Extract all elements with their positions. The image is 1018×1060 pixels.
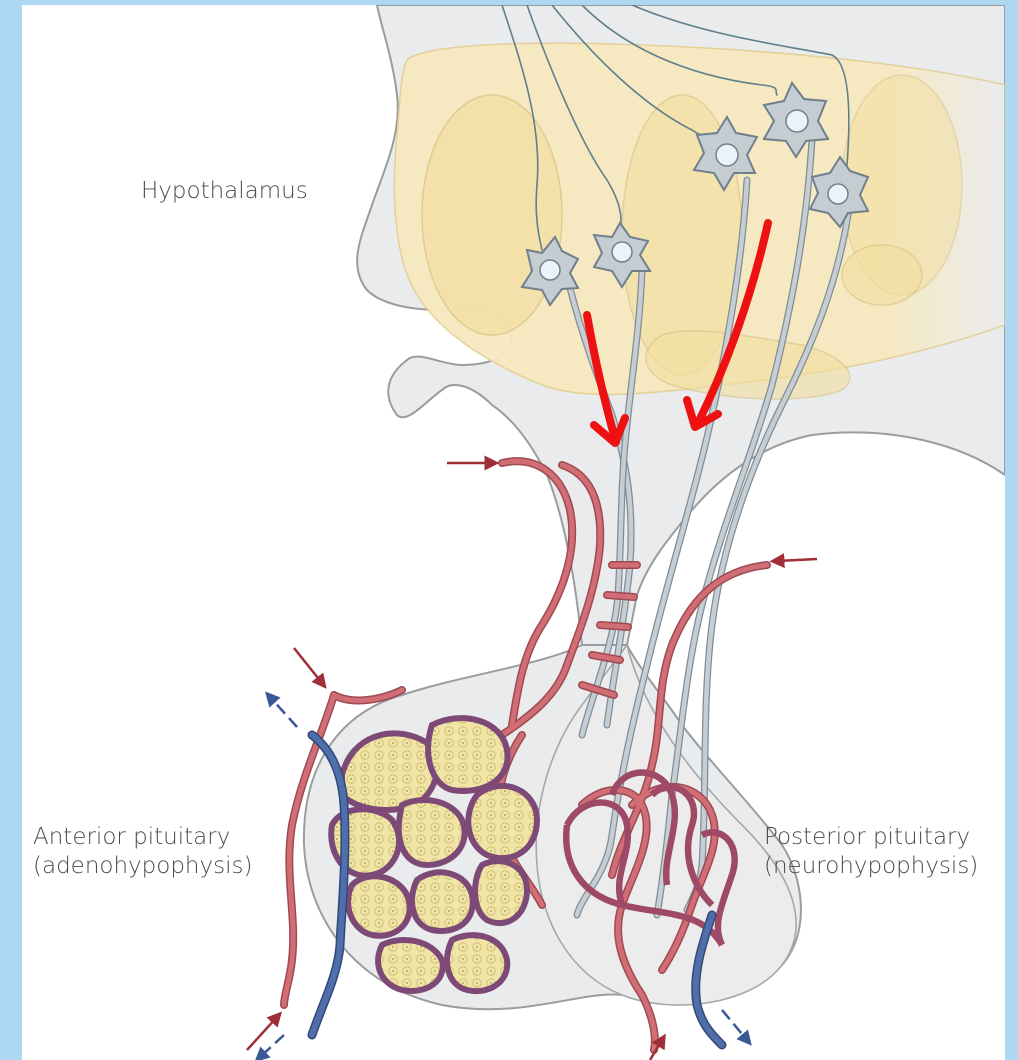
anterior-pituitary-label: Anterior pituitary (adenohypophysis) bbox=[33, 823, 252, 881]
blood-flow-arrow bbox=[260, 1035, 284, 1057]
posterior-pituitary-line1: Posterior pituitary bbox=[764, 823, 978, 852]
anterior-pituitary-line1: Anterior pituitary bbox=[33, 823, 252, 852]
diagram-panel: Hypothalamus Anterior pituitary (adenohy… bbox=[22, 5, 1005, 1060]
hypothalamus-label: Hypothalamus bbox=[141, 177, 308, 206]
blood-flow-arrow bbox=[270, 697, 297, 727]
blood-flow-arrow bbox=[722, 1010, 747, 1040]
blood-flow-arrow bbox=[247, 1017, 277, 1050]
blood-flow-arrow bbox=[777, 559, 817, 561]
pituitary-diagram bbox=[22, 5, 1005, 1060]
posterior-pituitary-line2: (neurohypophysis) bbox=[764, 852, 978, 881]
blood-flow-arrow bbox=[294, 648, 322, 683]
posterior-pituitary-label: Posterior pituitary (neurohypophysis) bbox=[764, 823, 978, 881]
anterior-pituitary-line2: (adenohypophysis) bbox=[33, 852, 252, 881]
